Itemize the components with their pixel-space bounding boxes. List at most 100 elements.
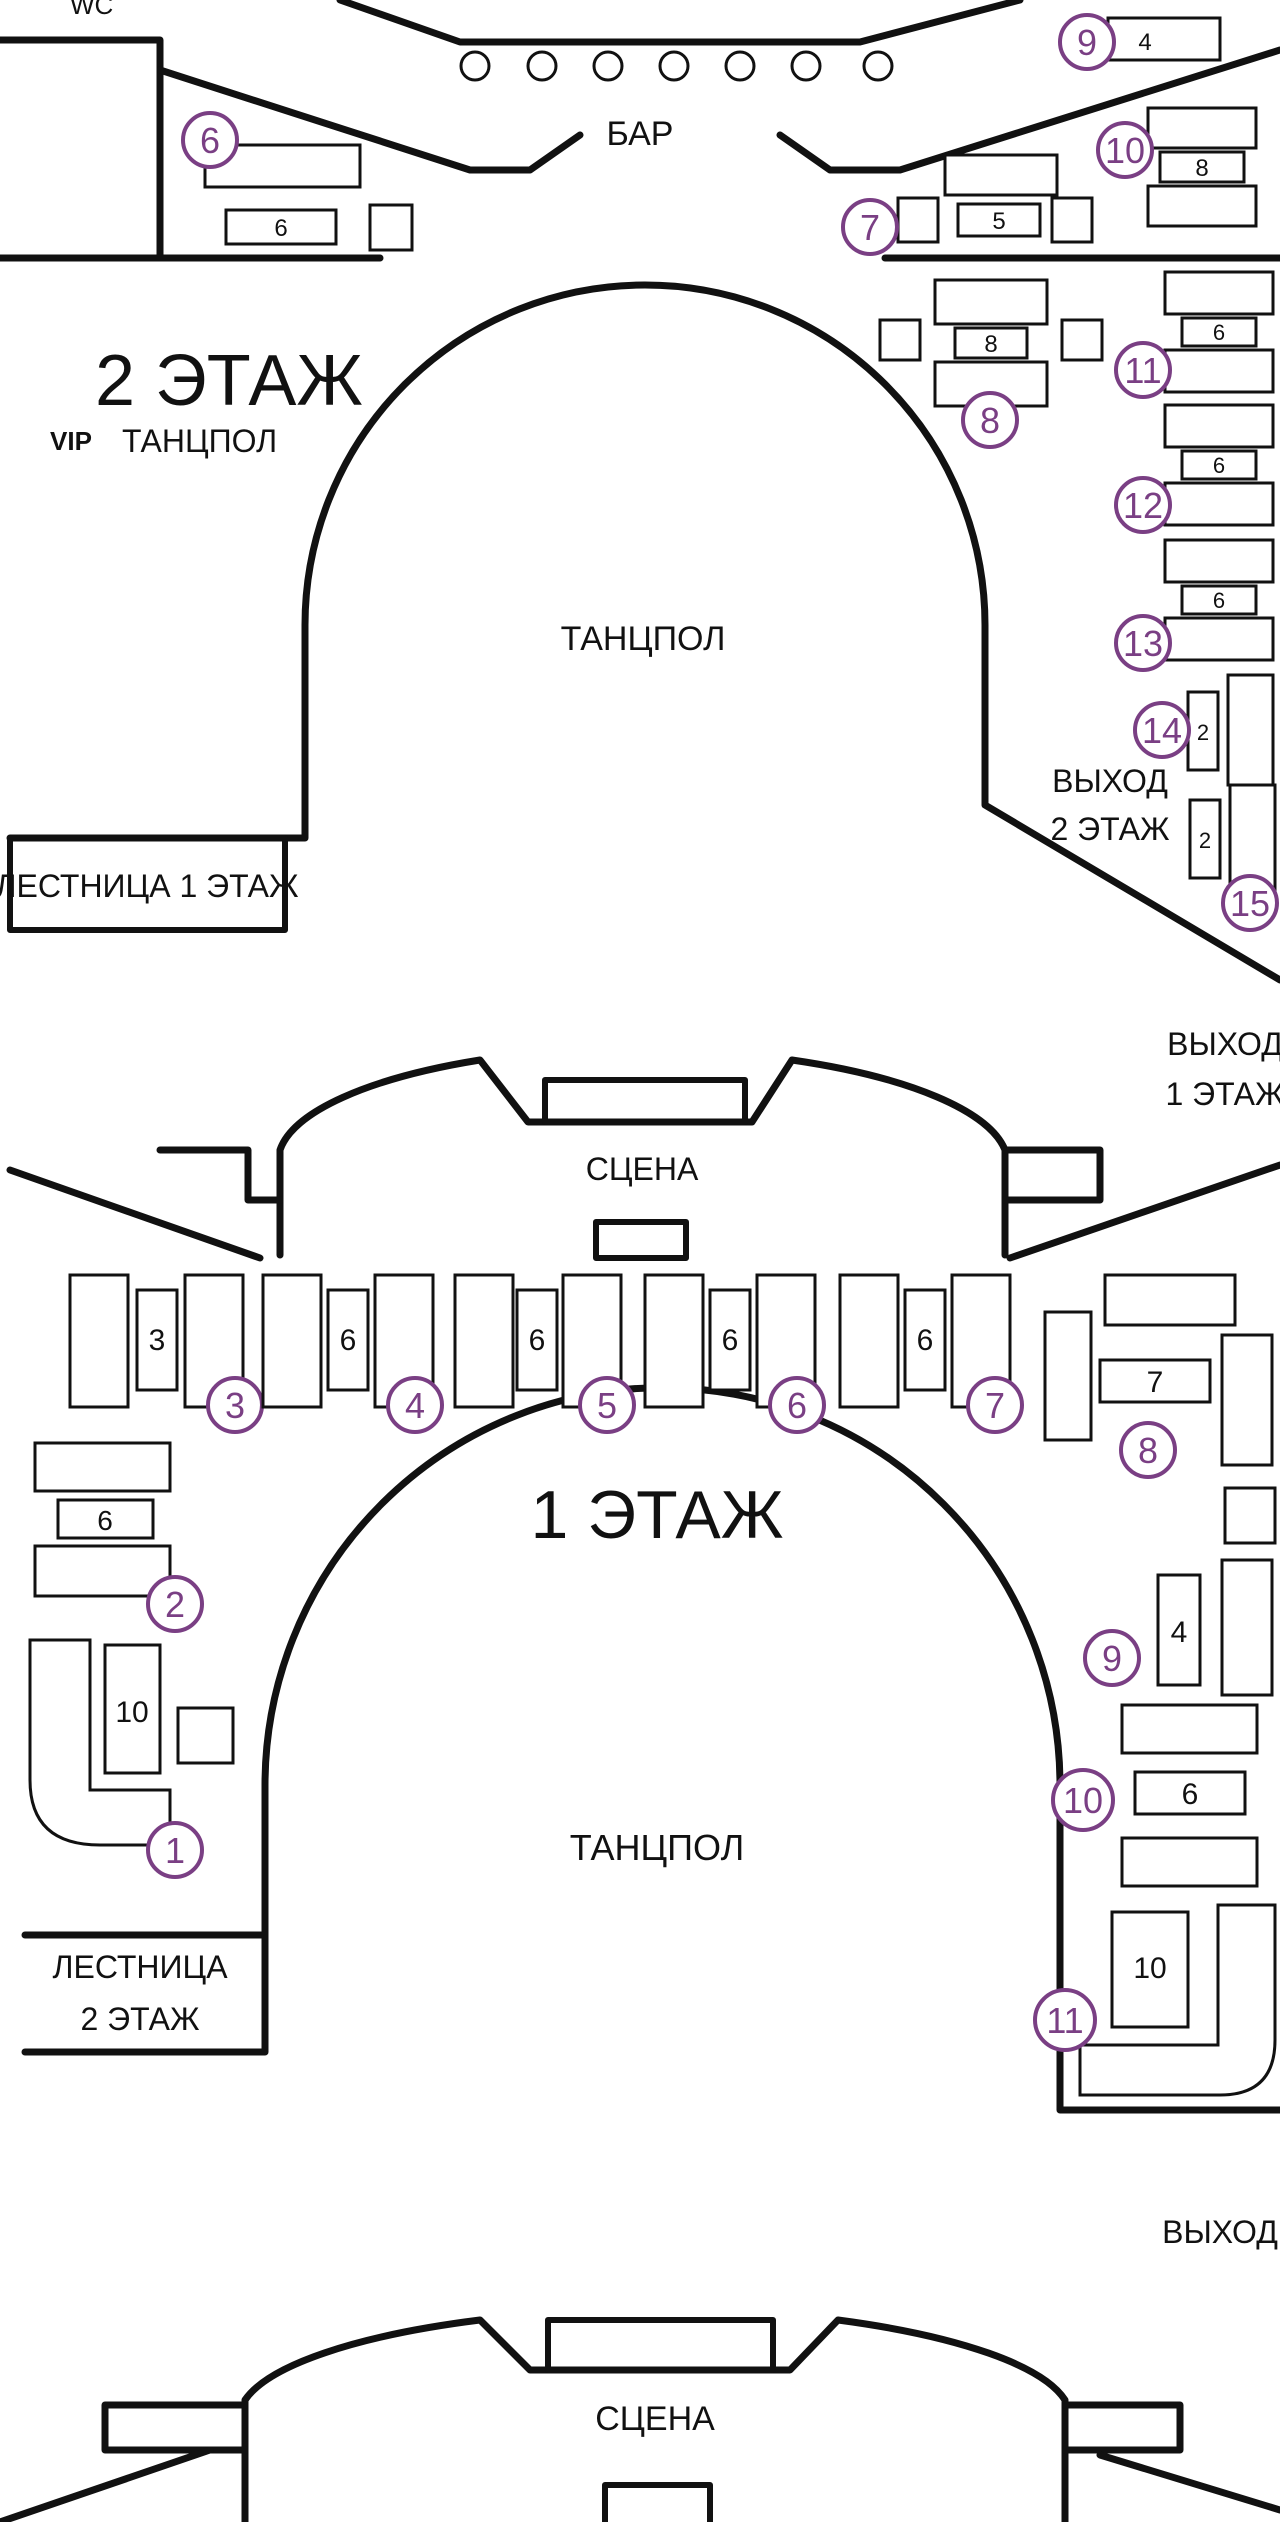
stairs-label: ЛЕСТНИЦА 1 ЭТАЖ: [0, 868, 299, 904]
floor2-plan: WC БАР 2 ЭТАЖ VIP ТАНЦПОЛ ТАНЦПОЛ ЛЕСТНИ…: [0, 0, 1280, 984]
stage1-label: СЦЕНА: [586, 1151, 699, 1187]
svg-text:8: 8: [980, 400, 1000, 441]
svg-text:6: 6: [529, 1324, 546, 1357]
vip-dancefloor-label: ТАНЦПОЛ: [122, 423, 277, 459]
zone1-9[interactable]: 4 9: [1083, 1558, 1274, 1697]
floor1-title: 1 ЭТАЖ: [530, 1477, 783, 1553]
svg-text:11: 11: [1124, 350, 1161, 391]
zone1-4[interactable]: 6 4: [261, 1273, 444, 1434]
svg-text:2: 2: [1199, 828, 1211, 853]
svg-text:10: 10: [1133, 1952, 1166, 1985]
svg-text:14: 14: [1142, 710, 1182, 751]
svg-text:3: 3: [149, 1324, 166, 1357]
svg-text:5: 5: [992, 208, 1005, 235]
stage0-right-wing: [1061, 2401, 1184, 2454]
stairs1-line1: ЛЕСТНИЦА: [52, 1949, 228, 1985]
svg-text:6: 6: [722, 1324, 739, 1357]
zone1-3[interactable]: 3 3: [68, 1273, 264, 1434]
svg-text:15: 15: [1230, 883, 1270, 924]
svg-text:7: 7: [985, 1385, 1005, 1426]
vip-label: VIP: [50, 426, 92, 456]
zone1-5[interactable]: 6 5: [453, 1273, 636, 1434]
svg-text:4: 4: [1171, 1616, 1188, 1649]
stairs-to-2[interactable]: [21, 1931, 269, 2056]
zone2-13[interactable]: 6 13: [1114, 538, 1275, 672]
floor0-right-diag: [1096, 2451, 1280, 2514]
stage1-outline: [276, 1056, 1009, 1259]
dancefloor2-label: ТАНЦПОЛ: [561, 620, 726, 658]
stairs-to-1[interactable]: [7, 835, 288, 933]
bar-stools: [459, 50, 894, 82]
bar-counter: [336, 0, 1024, 46]
svg-text:2: 2: [165, 1584, 185, 1625]
floor0-plan: ВЫХОД СЦЕНА: [0, 2214, 1280, 2522]
svg-text:6: 6: [97, 1505, 113, 1536]
zone1-7[interactable]: 6 7: [838, 1273, 1024, 1434]
zone2-8[interactable]: 8 8: [878, 278, 1104, 449]
svg-text:7: 7: [860, 207, 880, 248]
stage1-console: [593, 1219, 689, 1261]
zone1-8[interactable]: 7 8: [1043, 1273, 1274, 1479]
svg-text:8: 8: [1195, 155, 1208, 182]
dancefloor2-outline: [6, 281, 1280, 984]
stage0-riser: [545, 2317, 776, 2373]
svg-text:12: 12: [1123, 485, 1163, 526]
zone1-10[interactable]: 6 10: [1051, 1703, 1259, 1888]
zone2-14[interactable]: 2 14: [1133, 673, 1275, 787]
floor1-plan: ВЫХОД 1 ЭТАЖ СЦЕНА 1 ЭТАЖ ТАНЦПОЛ ЛЕСТНИ…: [6, 1026, 1280, 2114]
svg-text:6: 6: [274, 215, 287, 242]
bar-label: БАР: [607, 115, 674, 153]
svg-text:6: 6: [787, 1385, 807, 1426]
svg-text:10: 10: [115, 1696, 148, 1729]
svg-text:6: 6: [1182, 1778, 1199, 1811]
zone2-6[interactable]: 6 6: [181, 111, 414, 252]
svg-text:1: 1: [165, 1830, 185, 1871]
svg-text:10: 10: [1105, 130, 1145, 171]
stage0-console: [602, 2482, 713, 2522]
exit0-label: ВЫХОД: [1162, 2214, 1278, 2250]
stage1-left-wing: [156, 1146, 284, 1204]
floor0-left-diag: [0, 2446, 214, 2522]
exit1-line2: 1 ЭТАЖ: [1165, 1076, 1280, 1112]
zone2-15[interactable]: 2 15: [1188, 783, 1279, 932]
svg-text:9: 9: [1077, 22, 1097, 63]
svg-text:4: 4: [1138, 29, 1151, 56]
stage1-right-wing: [1001, 1146, 1104, 1204]
svg-text:6: 6: [1213, 453, 1225, 478]
svg-text:6: 6: [1213, 320, 1225, 345]
bar-wall-right: [776, 46, 1280, 174]
zone1-11[interactable]: 10 11: [1033, 1903, 1277, 2097]
zone2-12[interactable]: 6 12: [1114, 403, 1275, 534]
exit2-line2: 2 ЭТАЖ: [1050, 811, 1170, 847]
zone1-2[interactable]: 6 2: [33, 1441, 204, 1633]
zone2-9[interactable]: 4 9: [1058, 13, 1222, 71]
stage1-riser: [542, 1077, 748, 1125]
svg-text:6: 6: [340, 1324, 357, 1357]
svg-text:7: 7: [1147, 1366, 1164, 1399]
wc-label: WC: [70, 0, 113, 20]
zone2-7[interactable]: 5 7: [841, 153, 1094, 256]
svg-text:11: 11: [1046, 2000, 1083, 2041]
zone2-11[interactable]: 6 11: [1114, 270, 1275, 399]
svg-text:6: 6: [1213, 588, 1225, 613]
zone1-1[interactable]: 10 1: [28, 1638, 235, 1879]
svg-text:5: 5: [597, 1385, 617, 1426]
svg-text:13: 13: [1123, 623, 1163, 664]
stage0-label: СЦЕНА: [595, 2400, 715, 2438]
zone2-10[interactable]: 8 10: [1096, 106, 1258, 228]
bar-wall-left: [156, 66, 584, 174]
stage0-left-wing: [101, 2401, 249, 2454]
zone1-6[interactable]: 6 6: [643, 1273, 826, 1434]
armchair-right: [1223, 1486, 1277, 1545]
svg-text:10: 10: [1063, 1780, 1103, 1821]
dancefloor1-label: ТАНЦПОЛ: [570, 1827, 745, 1868]
svg-text:9: 9: [1102, 1638, 1122, 1679]
floor1-right-diag: [1006, 1161, 1280, 1262]
svg-text:4: 4: [405, 1385, 425, 1426]
svg-text:8: 8: [1138, 1430, 1158, 1471]
exit1-line1: ВЫХОД: [1167, 1026, 1280, 1062]
svg-text:6: 6: [200, 120, 220, 161]
svg-text:6: 6: [917, 1324, 934, 1357]
wc-wall: [0, 36, 164, 259]
